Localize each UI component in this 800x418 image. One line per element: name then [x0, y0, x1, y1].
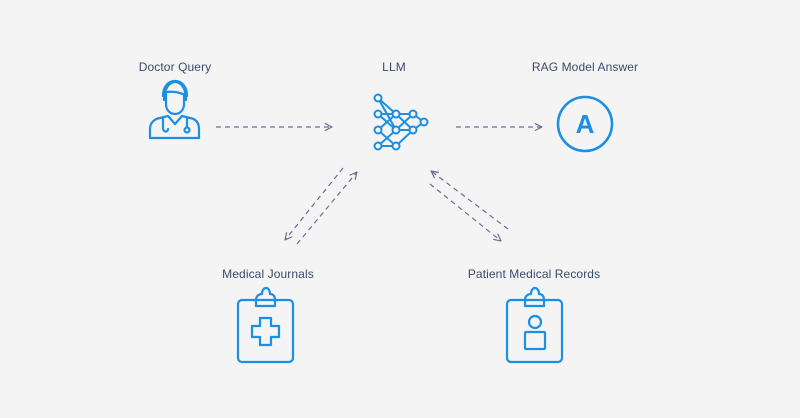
clipboard-cross-icon — [236, 286, 295, 364]
patient-medical-records-label: Patient Medical Records — [467, 267, 601, 281]
answer-a-glyph: A — [576, 109, 595, 139]
arrow-llm-to-journals — [284, 167, 344, 241]
arrow-records-to-llm — [430, 170, 509, 230]
answer-a-icon: A — [556, 95, 614, 153]
medical-journals-label: Medical Journals — [222, 267, 314, 281]
arrow-llm-to-records — [429, 183, 502, 242]
doctor-query-label: Doctor Query — [138, 60, 212, 74]
rag-model-answer-label: RAG Model Answer — [531, 60, 639, 74]
clipboard-person-icon — [505, 286, 564, 364]
doctor-icon — [148, 79, 201, 140]
arrow-journals-to-llm — [296, 171, 358, 245]
llm-label: LLM — [382, 60, 406, 74]
neural-network-icon — [373, 93, 429, 151]
